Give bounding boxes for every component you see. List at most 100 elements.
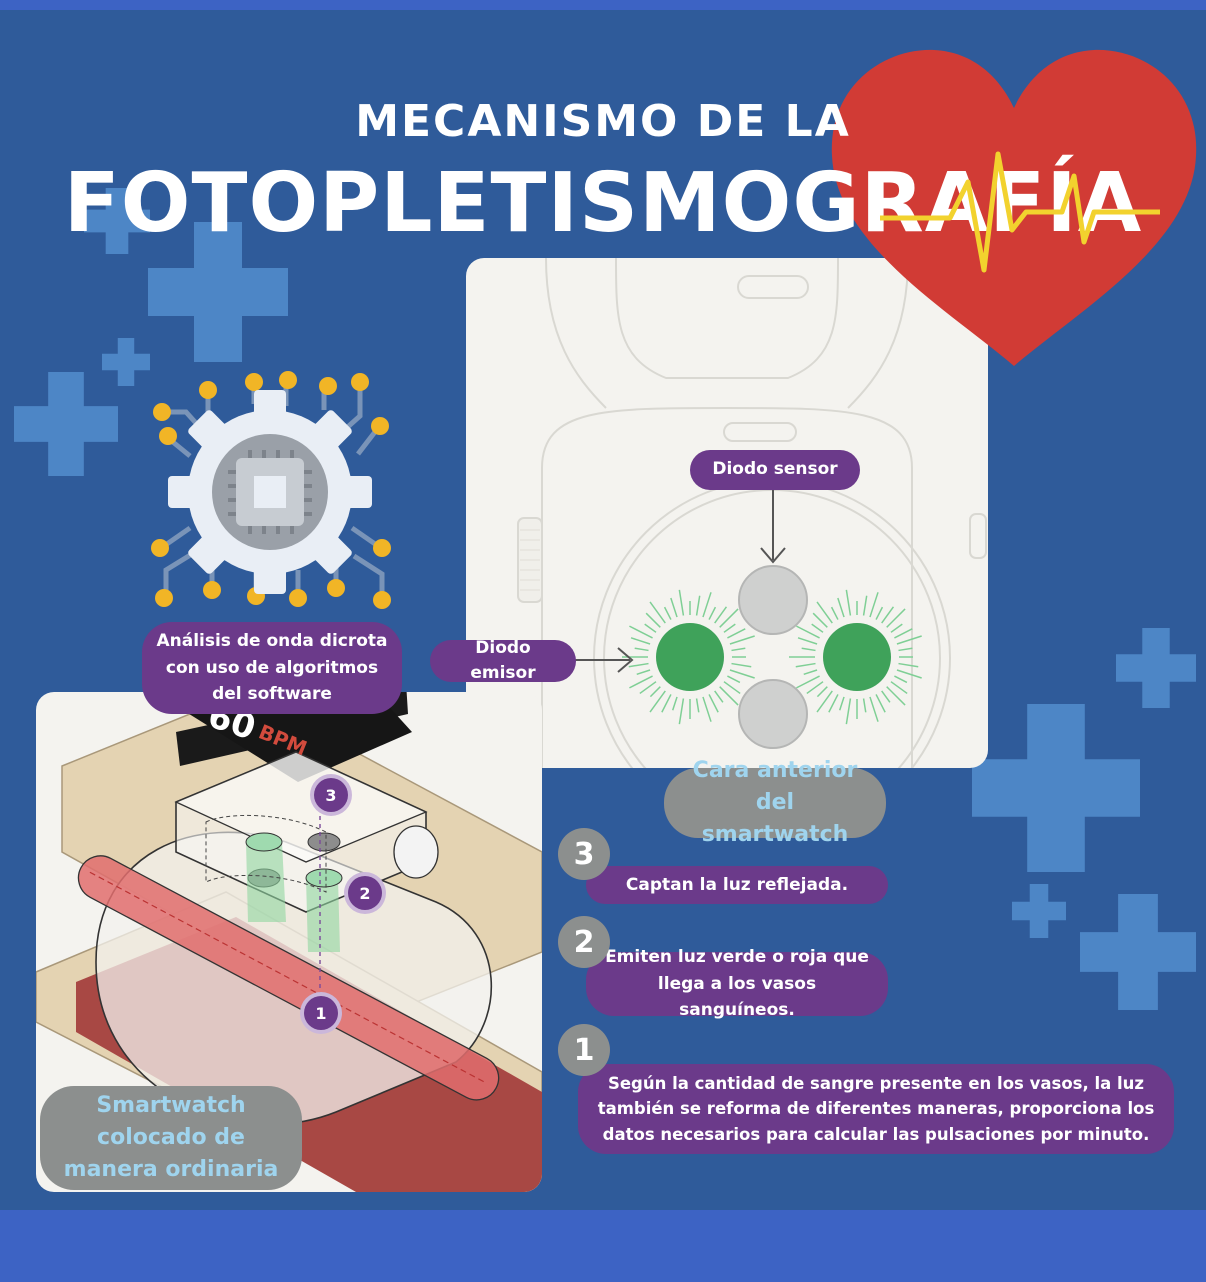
light-ray <box>695 698 700 713</box>
light-ray <box>649 686 661 698</box>
light-ray <box>830 606 839 620</box>
light-ray <box>714 690 724 703</box>
light-ray <box>678 698 685 725</box>
light-ray <box>828 694 839 713</box>
plus-icon <box>1012 884 1066 938</box>
light-ray <box>661 694 672 713</box>
plus-icon <box>1116 628 1196 708</box>
wrist-diagram-panel: BPM 60 3 2 1 Smartwatch colocado de mane… <box>36 692 542 1192</box>
sensor-diode-bottom <box>738 679 808 749</box>
light-ray <box>719 608 739 628</box>
arrow-right-icon <box>574 647 634 673</box>
bottom-band <box>0 1210 1206 1282</box>
light-ray <box>816 601 833 624</box>
sensor-diode-label: Diodo sensor <box>690 450 860 490</box>
light-ray <box>644 623 657 633</box>
light-ray <box>723 681 741 695</box>
step-3-text: Captan la luz reflejada. <box>586 866 888 904</box>
pulse-line-icon <box>880 151 1160 273</box>
watch-face-panel <box>466 258 988 768</box>
plus-icon <box>972 704 1140 872</box>
top-band <box>0 0 1206 10</box>
light-ray <box>816 686 828 698</box>
light-ray <box>816 690 833 713</box>
light-ray <box>886 686 906 706</box>
light-ray <box>869 696 879 722</box>
light-ray <box>702 696 712 722</box>
marker-1: 1 <box>304 996 338 1030</box>
light-ray <box>670 597 678 618</box>
wrist-illustration <box>36 692 542 1192</box>
step-2-text: Emiten luz verde o roja que llega a los … <box>586 947 888 1020</box>
light-ray <box>881 606 895 624</box>
light-ray <box>862 698 867 713</box>
light-ray <box>714 606 728 624</box>
light-ray <box>803 669 818 676</box>
step-3-number: 3 <box>558 828 610 880</box>
watch-face-caption: Cara anterior del smartwatch <box>664 758 886 847</box>
light-ray <box>629 675 653 689</box>
light-ray <box>723 623 736 633</box>
light-ray <box>649 690 666 713</box>
light-ray <box>727 628 746 639</box>
light-ray <box>845 589 852 616</box>
light-ray <box>890 623 903 633</box>
light-ray <box>837 597 845 618</box>
light-ray <box>663 606 672 620</box>
light-ray <box>678 589 685 616</box>
step-1-text: Según la cantidad de sangre presente en … <box>578 1064 1174 1154</box>
light-ray <box>649 601 666 624</box>
light-ray <box>898 662 919 668</box>
light-ray <box>896 635 922 645</box>
light-ray <box>628 662 649 668</box>
plus-icon <box>1080 894 1196 1010</box>
light-ray <box>727 675 741 684</box>
sensor-diodes <box>574 490 922 749</box>
light-ray <box>708 606 717 620</box>
light-ray <box>702 592 712 618</box>
arrow-down-icon <box>760 490 786 564</box>
title-line-2: FOTOPLETISMOGRAFÍA <box>63 156 1143 251</box>
light-ray <box>634 647 649 652</box>
software-analysis-label: Análisis de onda dicrota con uso de algo… <box>142 622 402 714</box>
light-ray <box>869 592 879 618</box>
light-ray <box>806 681 824 695</box>
light-ray <box>629 625 653 639</box>
light-ray <box>838 696 845 711</box>
light-ray <box>797 637 818 645</box>
marker-2: 2 <box>348 876 382 910</box>
light-ray <box>729 635 755 645</box>
light-ray <box>898 647 913 652</box>
light-ray <box>894 628 913 639</box>
plus-icon <box>148 222 288 362</box>
emitter-diode-label: Diodo emisor <box>430 638 576 683</box>
light-ray <box>890 681 908 695</box>
light-ray <box>862 595 868 616</box>
light-ray <box>875 694 886 713</box>
step-2-number: 2 <box>558 916 610 968</box>
light-ray <box>894 675 908 684</box>
light-ray <box>811 623 824 633</box>
light-ray <box>639 681 657 695</box>
light-ray <box>731 662 752 668</box>
light-ray <box>731 647 746 652</box>
gear-chip-icon <box>151 371 391 609</box>
wrist-diagram-caption: Smartwatch colocado de manera ordinaria <box>40 1086 302 1190</box>
light-ray <box>796 675 820 689</box>
plus-icon <box>14 372 118 476</box>
light-ray <box>695 595 701 616</box>
light-ray <box>796 625 820 639</box>
light-ray <box>636 669 651 676</box>
light-ray <box>812 612 828 628</box>
plus-icon <box>84 188 150 254</box>
title-line-1: MECANISMO DE LA <box>355 96 851 147</box>
heart-icon <box>831 49 1197 367</box>
plus-icon <box>102 338 150 386</box>
light-ray <box>708 694 719 713</box>
light-ray <box>719 686 739 706</box>
light-ray <box>875 606 884 620</box>
light-ray <box>886 608 906 628</box>
light-ray <box>729 669 755 679</box>
light-ray <box>630 637 651 645</box>
sensor-diode-top <box>738 565 808 635</box>
